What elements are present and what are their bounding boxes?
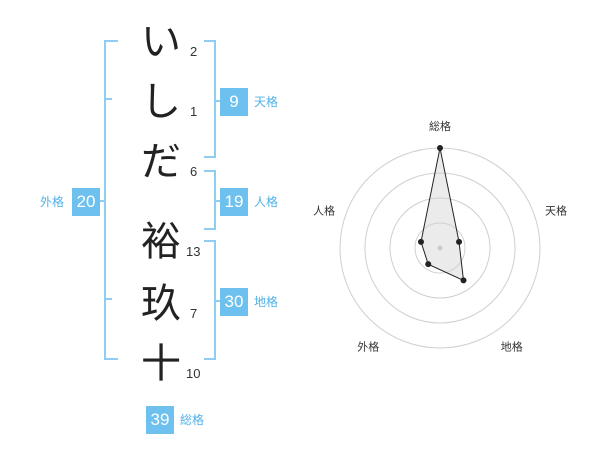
stroke-count-2: 1 [190, 104, 198, 119]
gaikaku-label: 外格 [40, 195, 65, 209]
radar-point [460, 277, 467, 284]
gaikaku-value-badge: 20 [72, 188, 100, 216]
radar-data-polygon [420, 147, 465, 282]
stroke-count-1: 2 [190, 44, 198, 59]
radar-ring [414, 222, 466, 274]
radar-point [437, 145, 443, 151]
radar-ring [364, 172, 516, 324]
radar-ring [389, 197, 491, 299]
soukaku-value-badge: 39 [146, 406, 174, 434]
tenkaku-value-badge: 9 [220, 88, 248, 116]
stroke-count-4: 13 [186, 244, 201, 259]
radar-center-dot [437, 245, 443, 251]
name-char-3: だ [141, 139, 181, 185]
radar-axis-label: 人格 [313, 203, 335, 217]
radar-axis-label: 総格 [429, 119, 451, 133]
name-char-2: し [141, 79, 181, 125]
soukaku-label: 総格 [180, 413, 205, 427]
radar-axis-label: 地格 [501, 340, 523, 354]
name-char-6: 十 [141, 341, 181, 387]
name-char-1: い [141, 19, 181, 65]
radar-data-points [417, 145, 467, 284]
name-char-4: 裕 [141, 219, 181, 265]
radar-point [456, 238, 463, 245]
jinkaku-label: 人格 [254, 195, 279, 209]
radar-axis-label: 外格 [357, 340, 379, 354]
tenkaku-label: 天格 [254, 95, 279, 109]
stroke-count-3: 6 [190, 164, 198, 179]
radar-point [425, 261, 432, 268]
chikaku-label: 地格 [254, 295, 279, 309]
radar-axis-label: 天格 [545, 203, 567, 217]
radar-point [417, 238, 424, 245]
name-char-5: 玖 [141, 281, 181, 327]
jinkaku-value-badge: 19 [220, 188, 248, 216]
chikaku-value-badge: 30 [220, 288, 248, 316]
stroke-count-5: 7 [190, 306, 198, 321]
stroke-count-6: 10 [186, 366, 201, 381]
